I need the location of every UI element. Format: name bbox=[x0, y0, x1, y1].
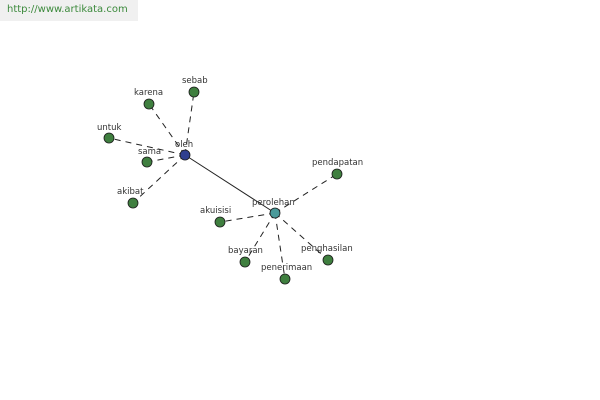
node-untuk[interactable] bbox=[103, 132, 115, 144]
node-label-penghasilan: penghasilan bbox=[301, 244, 353, 254]
node-akibat[interactable] bbox=[127, 197, 139, 209]
node-perolehan[interactable] bbox=[269, 207, 281, 219]
edges-layer bbox=[108, 91, 338, 280]
node-oleh[interactable] bbox=[179, 149, 191, 161]
node-penerimaan[interactable] bbox=[279, 273, 291, 285]
node-label-bayaran: bayaran bbox=[228, 246, 263, 256]
node-sebab[interactable] bbox=[188, 86, 200, 98]
edge-perolehan-pendapatan bbox=[274, 173, 338, 214]
node-label-karena: karena bbox=[134, 88, 163, 98]
edge-oleh-untuk bbox=[108, 137, 186, 156]
edge-perolehan-bayaran bbox=[244, 212, 276, 263]
edge-oleh-perolehan bbox=[184, 154, 276, 214]
node-bayaran[interactable] bbox=[239, 256, 251, 268]
node-sama[interactable] bbox=[141, 156, 153, 168]
node-karena[interactable] bbox=[143, 98, 155, 110]
node-akuisisi[interactable] bbox=[214, 216, 226, 228]
nodes-layer bbox=[103, 86, 343, 285]
edge-oleh-akibat bbox=[132, 154, 186, 204]
node-label-sama: sama bbox=[138, 147, 161, 157]
node-pendapatan[interactable] bbox=[331, 168, 343, 180]
node-label-perolehan: perolehan bbox=[252, 198, 295, 208]
node-penghasilan[interactable] bbox=[322, 254, 334, 266]
edge-perolehan-penerimaan bbox=[274, 212, 286, 280]
node-label-akuisisi: akuisisi bbox=[200, 206, 231, 216]
source-url: http://www.artikata.com bbox=[0, 0, 138, 21]
node-label-oleh: oleh bbox=[175, 140, 193, 150]
edge-perolehan-penghasilan bbox=[274, 212, 329, 261]
labels-layer: oleh perolehan sebab karena untuk sama akibat p… bbox=[97, 76, 363, 273]
edge-perolehan-akuisisi bbox=[219, 212, 276, 223]
node-label-penerimaan: penerimaan bbox=[261, 263, 312, 273]
node-label-sebab: sebab bbox=[182, 76, 208, 86]
node-label-untuk: untuk bbox=[97, 123, 121, 133]
node-label-akibat: akibat bbox=[117, 187, 144, 197]
node-label-pendapatan: pendapatan bbox=[312, 158, 363, 168]
